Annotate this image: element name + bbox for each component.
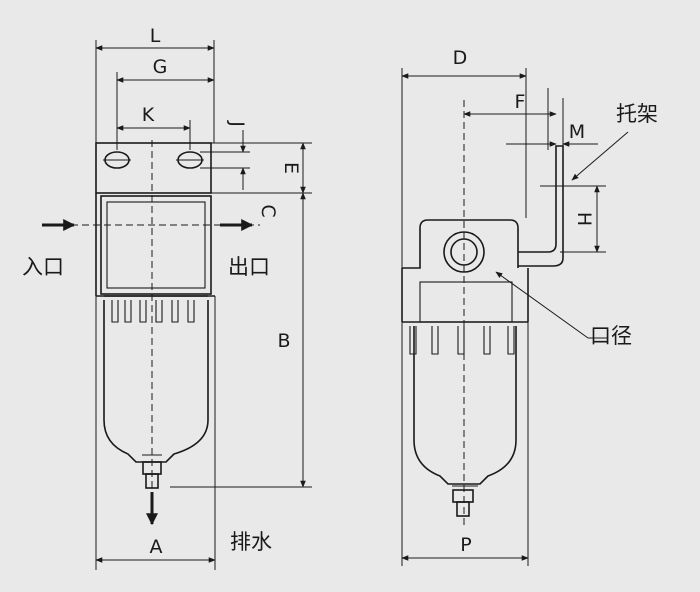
dim-label-A: A (150, 536, 163, 558)
bracket-leader (571, 131, 629, 181)
dim-label-G: G (153, 56, 168, 78)
front-body (100, 195, 212, 295)
dim-label-B: B (277, 330, 290, 352)
inlet-label: 入口 (22, 255, 64, 279)
dim-label-D: D (453, 47, 468, 69)
dim-label-M: M (569, 121, 585, 143)
dim-label-K: K (142, 104, 155, 126)
front-bracket-hole-right (176, 151, 204, 169)
dim-label-F: F (515, 91, 526, 113)
side-head (402, 219, 519, 269)
dim-label-J: J (226, 120, 248, 127)
front-view: L G K J E C B A 入口 出口 排水 (22, 25, 312, 570)
side-drain (452, 485, 478, 517)
side-bowl (413, 326, 517, 485)
bracket-label: 托架 (616, 102, 658, 126)
side-bowl-ribs (409, 326, 515, 355)
front-bowl (103, 300, 209, 463)
outlet-label: 出口 (228, 255, 270, 279)
port-leader (495, 271, 589, 339)
dim-label-P: P (460, 534, 471, 556)
front-body-window (106, 201, 206, 289)
drain-label: 排水 (230, 530, 272, 554)
dim-label-H: H (573, 212, 595, 226)
side-bracket (518, 145, 564, 267)
port-diameter-label: 口径 (590, 324, 632, 348)
dim-label-C: C (257, 204, 279, 217)
front-bracket-hole-left (103, 151, 131, 169)
side-view: D F M H P 托架 口径 (401, 47, 658, 566)
side-port-inner (450, 238, 478, 266)
dim-label-E: E (280, 162, 302, 174)
front-bowl-ribs (104, 295, 208, 323)
side-lower-block (419, 281, 513, 323)
dim-label-L: L (150, 25, 161, 47)
